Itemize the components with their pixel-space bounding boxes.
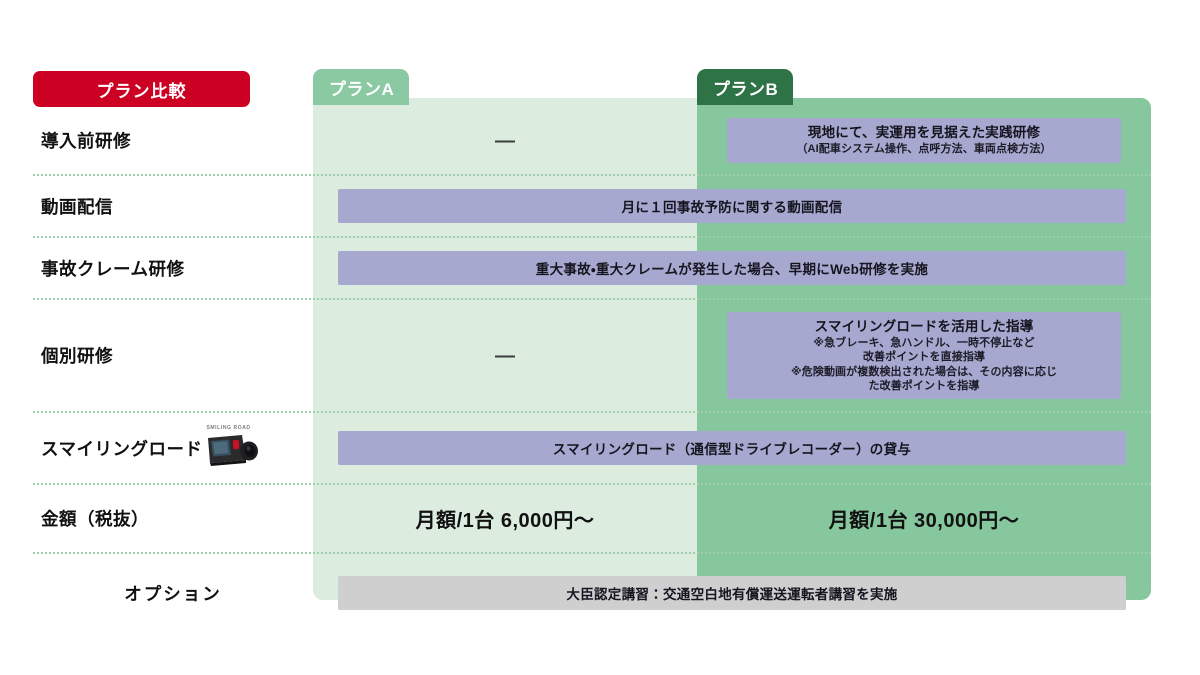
table-row: 導入前研修 — 現地にて、実運用を見据えた実践研修 （AI配車システム操作、点呼…	[33, 107, 1151, 176]
row-label-accident-claim-training: 事故クレーム研修	[41, 258, 185, 279]
cell-shared: 月に１回事故予防に関する動画配信	[313, 176, 1151, 236]
cell-plan-b: スマイリングロードを活用した指導 ※急ブレーキ、急ハンドル、一時不停止など 改善…	[697, 300, 1151, 411]
label-icon-group: スマイリングロード SMILING ROAD	[41, 425, 260, 471]
row-label-individual-training: 個別研修	[41, 346, 113, 366]
cell-shared: スマイリングロード（通信型ドライブレコーダー）の貸与	[313, 413, 1151, 483]
row-cells: 月額/1台 6,000円〜 月額/1台 30,000円〜	[313, 485, 1151, 552]
value-bar-note-1: ※急ブレーキ、急ハンドル、一時不停止など	[813, 337, 1035, 350]
value-bar-title: 現地にて、実運用を見据えた実践研修	[807, 125, 1041, 141]
value-bar: 月に１回事故予防に関する動画配信	[338, 189, 1126, 223]
row-label-option: オプション	[124, 583, 222, 604]
row-cells: — 現地にて、実運用を見据えた実践研修 （AI配車システム操作、点呼方法、車両点…	[313, 107, 1151, 174]
row-cells: 重大事故・重大クレームが発生した場合、早期にWeb研修を実施	[313, 238, 1151, 298]
row-label-price: 金額（税抜）	[41, 509, 149, 529]
cell-shared: 大臣認定講習：交通空白地有償運送運転者講習を実施	[313, 554, 1151, 632]
table-row: オプション 大臣認定講習：交通空白地有償運送運転者講習を実施	[33, 554, 1151, 632]
row-label-video-delivery: 動画配信	[41, 196, 113, 217]
value-bar: 重大事故・重大クレームが発生した場合、早期にWeb研修を実施	[338, 251, 1126, 285]
tab-plan-a[interactable]: プランA	[313, 69, 409, 105]
table-row: 事故クレーム研修 重大事故・重大クレームが発生した場合、早期にWeb研修を実施	[33, 238, 1151, 300]
value-bar-note-3: ※危険動画が複数検出された場合は、その内容に応じ	[790, 365, 1058, 378]
value-bar: 現地にて、実運用を見据えた実践研修 （AI配車システム操作、点呼方法、車両点検方…	[727, 118, 1121, 163]
row-cells: 月に１回事故予防に関する動画配信	[313, 176, 1151, 236]
cell-plan-a: 月額/1台 6,000円〜	[313, 485, 697, 552]
value-bar-subtitle: （AI配車システム操作、点呼方法、車両点検方法）	[796, 143, 1052, 156]
dashcam-icon: SMILING ROAD	[204, 425, 260, 471]
table-row: 動画配信 月に１回事故予防に関する動画配信	[33, 176, 1151, 238]
table-row: 金額（税抜） 月額/1台 6,000円〜 月額/1台 30,000円〜	[33, 485, 1151, 554]
tab-plan-b[interactable]: プランB	[697, 69, 793, 105]
comparison-rows: 導入前研修 — 現地にて、実運用を見据えた実践研修 （AI配車システム操作、点呼…	[33, 107, 1151, 632]
plan-b-price: 月額/1台 30,000円〜	[828, 510, 1020, 532]
cell-plan-b: 現地にて、実運用を見据えた実践研修 （AI配車システム操作、点呼方法、車両点検方…	[697, 107, 1151, 174]
row-cells: 大臣認定講習：交通空白地有償運送運転者講習を実施	[313, 554, 1151, 632]
plan-comparison-badge: プラン比較	[33, 71, 250, 107]
value-bar: スマイリングロード（通信型ドライブレコーダー）の貸与	[338, 431, 1126, 465]
table-row: スマイリングロード SMILING ROAD	[33, 413, 1151, 485]
not-available-dash: —	[495, 344, 515, 367]
cell-shared: 重大事故・重大クレームが発生した場合、早期にWeb研修を実施	[313, 238, 1151, 298]
cell-plan-b: 月額/1台 30,000円〜	[697, 485, 1151, 552]
value-bar-note-2: 改善ポイントを直接指導	[862, 351, 986, 364]
row-label-text: スマイリングロード	[41, 438, 203, 459]
row-cells: スマイリングロード（通信型ドライブレコーダー）の貸与	[313, 413, 1151, 483]
table-row: 個別研修 — スマイリングロードを活用した指導 ※急ブレーキ、急ハンドル、一時不…	[33, 300, 1151, 413]
cell-plan-a: —	[313, 300, 697, 411]
plan-a-price: 月額/1台 6,000円〜	[415, 510, 595, 532]
value-bar-title: スマイリングロードを活用した指導	[814, 318, 1034, 334]
dashcam-brand-text: SMILING ROAD	[206, 425, 251, 431]
not-available-dash: —	[495, 129, 515, 152]
row-label-smiling-road: スマイリングロード SMILING ROAD	[41, 413, 313, 483]
value-bar: スマイリングロードを活用した指導 ※急ブレーキ、急ハンドル、一時不停止など 改善…	[727, 311, 1121, 400]
row-cells: — スマイリングロードを活用した指導 ※急ブレーキ、急ハンドル、一時不停止など …	[313, 300, 1151, 411]
value-bar: 大臣認定講習：交通空白地有償運送運転者講習を実施	[338, 576, 1126, 610]
cell-plan-a: —	[313, 107, 697, 174]
row-label-pre-introduction-training: 導入前研修	[41, 131, 131, 151]
value-bar-note-4: た改善ポイントを指導	[868, 379, 980, 392]
